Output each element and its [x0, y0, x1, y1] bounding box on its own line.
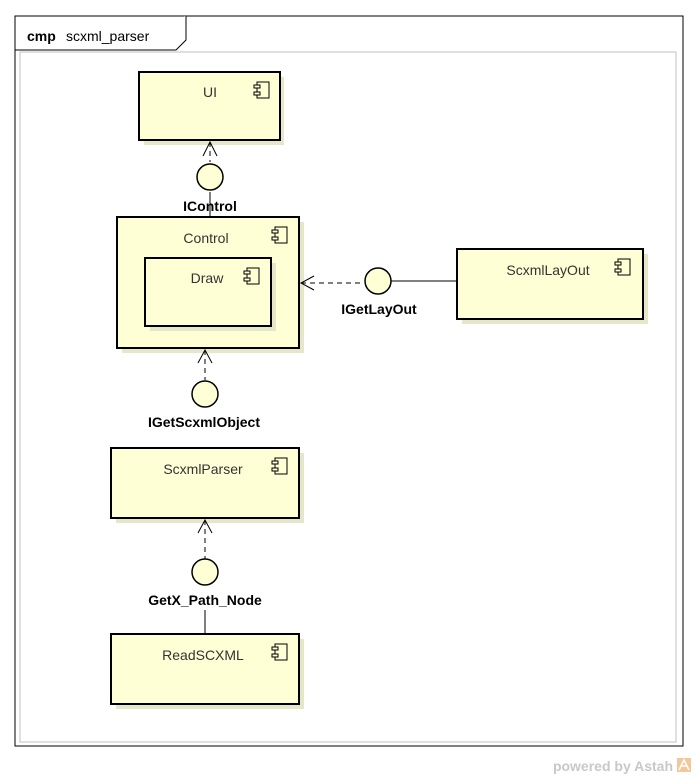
- dependency-getxpathnode: [197, 518, 213, 634]
- footer-text: powered by Astah: [553, 758, 673, 774]
- astah-logo-icon: [677, 758, 691, 772]
- frame-keyword: cmp: [27, 28, 56, 44]
- interface-getxpathnode-label: GetX_Path_Node: [148, 592, 262, 608]
- component-scxml-parser-name: ScxmlParser: [163, 461, 243, 477]
- component-ui[interactable]: UI: [138, 71, 284, 145]
- component-read-scxml[interactable]: ReadSCXML: [110, 633, 304, 709]
- dependency-igetscxmlobject: [197, 348, 213, 380]
- interface-igetscxmlobject-label: IGetScxmlObject: [148, 414, 260, 430]
- component-control-name: Control: [183, 230, 228, 246]
- component-read-scxml-name: ReadSCXML: [162, 647, 244, 663]
- interface-getxpathnode[interactable]: GetX_Path_Node: [148, 558, 262, 608]
- component-draw-name: Draw: [191, 270, 225, 286]
- component-ui-name: UI: [203, 84, 217, 100]
- component-scxml-layout[interactable]: ScxmlLayOut: [456, 248, 648, 324]
- diagram-frame: cmp scxml_parser: [14, 15, 684, 747]
- interface-icontrol[interactable]: IControl: [183, 163, 237, 214]
- interface-icontrol-label: IControl: [183, 198, 237, 214]
- dependency-icontrol: [202, 140, 218, 217]
- frame-name: scxml_parser: [66, 28, 150, 44]
- interface-igetlayout-label: IGetLayOut: [341, 301, 417, 317]
- component-draw[interactable]: Draw: [144, 257, 276, 331]
- dependency-igetlayout: [299, 275, 457, 291]
- interface-igetlayout[interactable]: IGetLayOut: [341, 267, 417, 317]
- interface-igetscxmlobject[interactable]: IGetScxmlObject: [148, 380, 260, 430]
- powered-by-footer: powered by Astah: [553, 758, 691, 774]
- component-scxml-layout-name: ScxmlLayOut: [506, 262, 589, 278]
- component-scxml-parser[interactable]: ScxmlParser: [110, 447, 304, 523]
